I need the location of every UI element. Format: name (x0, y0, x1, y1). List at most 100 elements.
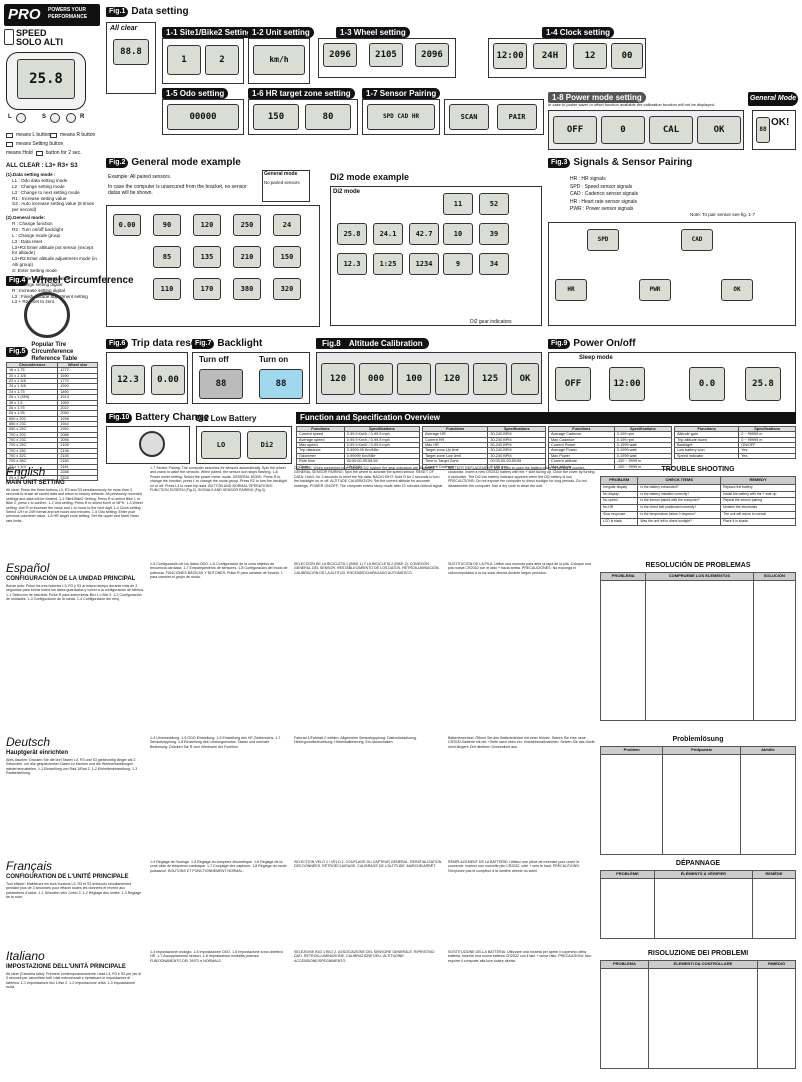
espanol-title: Español (6, 561, 50, 575)
di2-lcd-9: 42.7 (409, 223, 439, 245)
sensor-pairing-note: Note: To pair sensor see fig. 1-7 (690, 212, 756, 217)
fig2-lcd-5: 150 (273, 246, 301, 268)
ac-item: L2 : Change setting mode (12, 183, 65, 189)
fig1-title: Data setting (131, 6, 189, 17)
ac-item: L : Change mode group (12, 232, 61, 238)
legend-hold-suffix: button for 2 sec. (45, 150, 82, 156)
ts-cell: Moisten the electrodes (720, 504, 796, 513)
sleep-lcd-3: 0.0 (689, 367, 725, 401)
legend-hold-text: means Hold (6, 150, 33, 156)
clock-lcd: 12:00 (493, 43, 527, 69)
dep-header: ÉLÉMENTS À VÉRIFIER (653, 870, 753, 879)
ts-cell: Is the sensor paired with the computer? (637, 497, 722, 506)
italiano-col-4: SOSTITUZIONE DELLA BATTERIA: Utilizzare … (448, 950, 592, 963)
device-button-l (16, 113, 26, 123)
ts-cell: Was the unit left in direct sunlight? (637, 518, 722, 527)
spec-header: Specifications (343, 425, 421, 433)
ts-cell: Install the battery with the + side up (720, 490, 796, 499)
fig4-title: Wheel Circumference (31, 275, 134, 286)
no-paired-lbl: No paired sensors (264, 179, 300, 185)
ac-item: S3 : Auto increase setting value (8 time… (12, 201, 94, 213)
di2-gear-label: Di2 gear indicators (470, 319, 512, 325)
tire-size-cell: 29 x 2.3 (5, 474, 59, 481)
resol-cell (599, 579, 647, 721)
ts-cell: Is the temperature below 0 degrees? (637, 511, 722, 520)
fig2-lcd-temp: 24 (273, 214, 301, 236)
spec-title-bar: Function and Specification Overview (296, 412, 796, 424)
fig3-title: Signals & Sensor Pairing (573, 157, 693, 168)
unit-lcd: km/h (253, 45, 305, 75)
di2-title-text: Di2 mode example (330, 172, 410, 182)
di2-low-label: Di2 Low Battery (196, 414, 256, 423)
fig8-tag: Fig.8 (322, 339, 341, 348)
fig3-lcd-4: PWR (639, 279, 671, 301)
ts-cell: No speed (599, 497, 639, 506)
di2-lcd-11: 1:25 (373, 253, 403, 275)
ts-cell: No display (599, 490, 639, 499)
pl-header: Problem (599, 746, 664, 755)
ts-cell: Slow response (599, 511, 639, 520)
ac-item: S: Enter Setting mode (12, 268, 57, 273)
depannage-title: DÉPANNAGE (675, 860, 721, 867)
di2-lcd-2: 52 (479, 193, 509, 215)
spec-value-cell: 0-99.9 Km/h / 0-99.9 mph (343, 431, 421, 438)
battery-icon (139, 431, 165, 457)
resol-table: PROBLEMA COMPRUEBE LOS ELEMENTOS SOLUCIÓ… (599, 572, 797, 721)
dep-header: PROBLÈME (600, 870, 655, 879)
ts-header: PROBLEM (599, 476, 639, 485)
espanol-col-3: SELECCIÓN DE LA BICICLETA 1 (BIKE 1) Y L… (294, 562, 440, 575)
fig2-title: General mode example (131, 157, 241, 168)
francais-col-3: SÉLECTION VÉLO 1 / VÉLO 2. COUPLAGE DU C… (294, 860, 442, 869)
spec-value-cell: Yes (738, 452, 796, 460)
ts-cell: The unit will return to normal (720, 511, 796, 520)
pair-lcd: SPD CAD HR (367, 104, 435, 130)
ris-header: ELEMENTI DA CONTROLLARE (647, 960, 759, 969)
alt-lcd-6: OK (511, 363, 539, 395)
ris-cell (757, 967, 796, 1069)
backlight-on-lcd: 88 (259, 369, 303, 399)
alt-lcd-5: 125 (473, 363, 507, 395)
italiano-title: Italiano (6, 949, 45, 963)
step-1-2: 1-2 Unit setting (248, 27, 314, 39)
di2-mode-lbl: Di2 mode (333, 189, 361, 195)
ac-item: L3 : Change to next setting mode (12, 189, 80, 195)
clock-lcd-3: 12 (573, 43, 607, 69)
ac-item: (3). Altitude adjustment mode : (6, 275, 74, 281)
fig3-lcd-3: HR (555, 279, 587, 301)
device-button-s (50, 113, 60, 123)
s-button-icon (6, 142, 13, 148)
fig2-lcd-9: 320 (273, 278, 301, 300)
resol-title: RESOLUCIÓN DE PROBLEMAS (645, 562, 751, 569)
spec-header: Functions (421, 425, 489, 433)
fig7-tag: Fig.7 (192, 338, 215, 349)
step-1-1: 1-1 Site1/Bike2 Setting (162, 27, 256, 39)
device-button-r (66, 113, 76, 123)
ok-lcd: 88 (756, 117, 770, 143)
hr-low-lcd: 80 (305, 104, 351, 130)
step-1-4: 1-4 Clock setting (542, 27, 615, 39)
legend-s-button: means Setting button (6, 141, 63, 148)
allclear-lcd: 88.8 (113, 39, 149, 65)
dep-cell (653, 877, 753, 939)
fig3-lcd-1: SPD (587, 229, 619, 251)
alt-lcd-4: 120 (435, 363, 469, 395)
risoluzione-title: RISOLUZIONE DEI PROBLEMI (647, 950, 749, 957)
product-icon (4, 29, 14, 45)
depannage-table: PROBLÈME ÉLÉMENTS À VÉRIFIER REMÈDE (600, 870, 797, 939)
step-1-3: 1-3 Wheel setting (336, 27, 410, 39)
sleep-mode-label: Sleep mode (579, 355, 613, 361)
fig2-lcd-pwr: 250 (233, 214, 261, 236)
di2-lcd-12: 1234 (409, 253, 439, 275)
di2-lcd-8: 24.1 (373, 223, 403, 245)
pwr-lcd-1: OFF (553, 116, 597, 144)
fig6-tag: Fig.6 (106, 338, 129, 349)
ac-item: (2).General mode: (6, 215, 46, 221)
legend-hold: means Hold button for 2 sec. (6, 150, 82, 157)
